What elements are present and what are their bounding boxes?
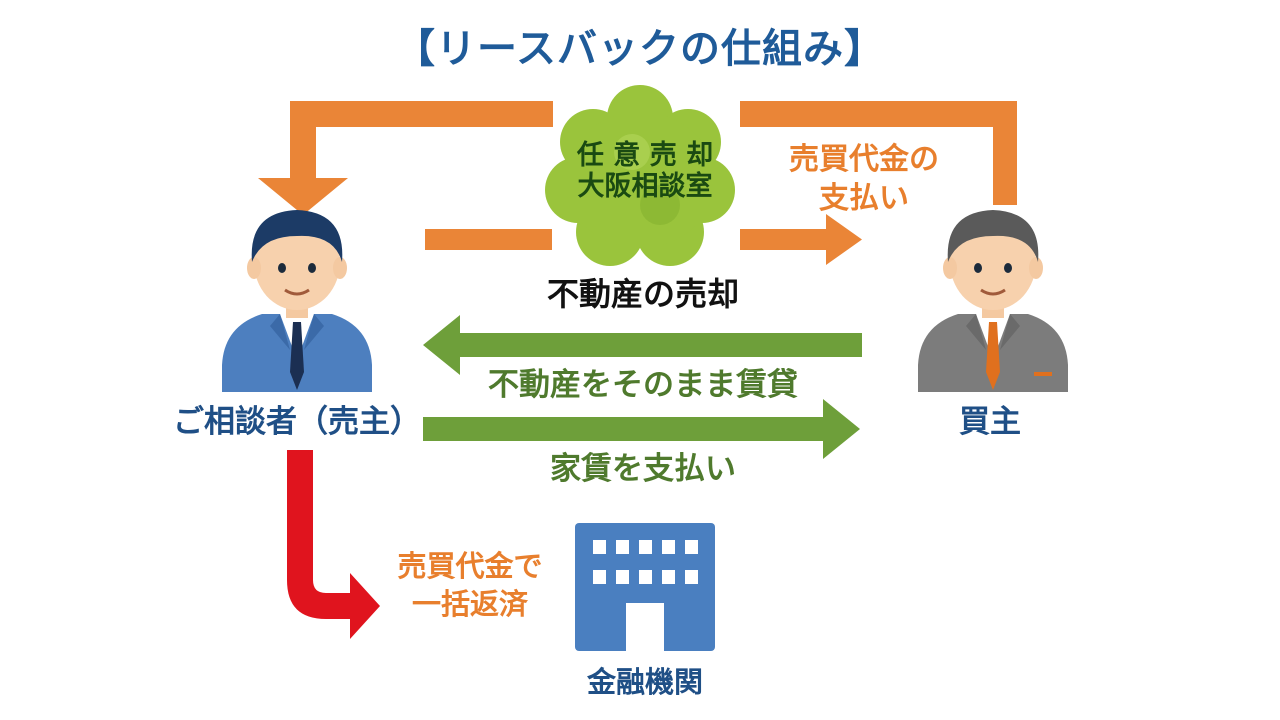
businessman-buyer-icon xyxy=(918,210,1068,392)
orange-middle-arrow xyxy=(425,214,862,265)
payment-label: 売買代金の 支払い xyxy=(789,140,939,218)
payment-label-line2: 支払い xyxy=(819,181,909,216)
agency-label-line1: 任 意 売 却 xyxy=(576,140,714,171)
agency-label: 任 意 売 却 大阪相談室 xyxy=(577,140,713,202)
red-repayment-arrow xyxy=(287,450,380,639)
repayment-label-line2: 一括返済 xyxy=(411,586,529,621)
buyer-label: 買主 xyxy=(959,404,1021,440)
repayment-label: 売買代金で 一括返済 xyxy=(397,548,542,623)
agency-label-line2: 大阪相談室 xyxy=(577,171,713,203)
bank-label: 金融機関 xyxy=(586,665,704,699)
diagram-title: 【リースバックの仕組み】 xyxy=(395,26,885,72)
clover-cloud-icon xyxy=(545,85,735,266)
green-arrow-rent xyxy=(423,399,860,459)
sale-label: 不動産の売却 xyxy=(546,275,740,313)
lease-label: 不動産をそのまま賃貸 xyxy=(488,367,798,403)
rent-label: 家賃を支払い xyxy=(550,451,736,487)
green-arrow-lease xyxy=(423,315,862,375)
orange-payment-loop-arrow xyxy=(258,101,1017,215)
office-building-icon xyxy=(575,523,715,651)
repayment-label-line1: 売買代金で xyxy=(397,549,543,583)
seller-label: ご相談者（売主） xyxy=(173,404,421,440)
payment-label-line1: 売買代金の xyxy=(789,142,939,177)
businessman-seller-icon xyxy=(222,210,372,392)
